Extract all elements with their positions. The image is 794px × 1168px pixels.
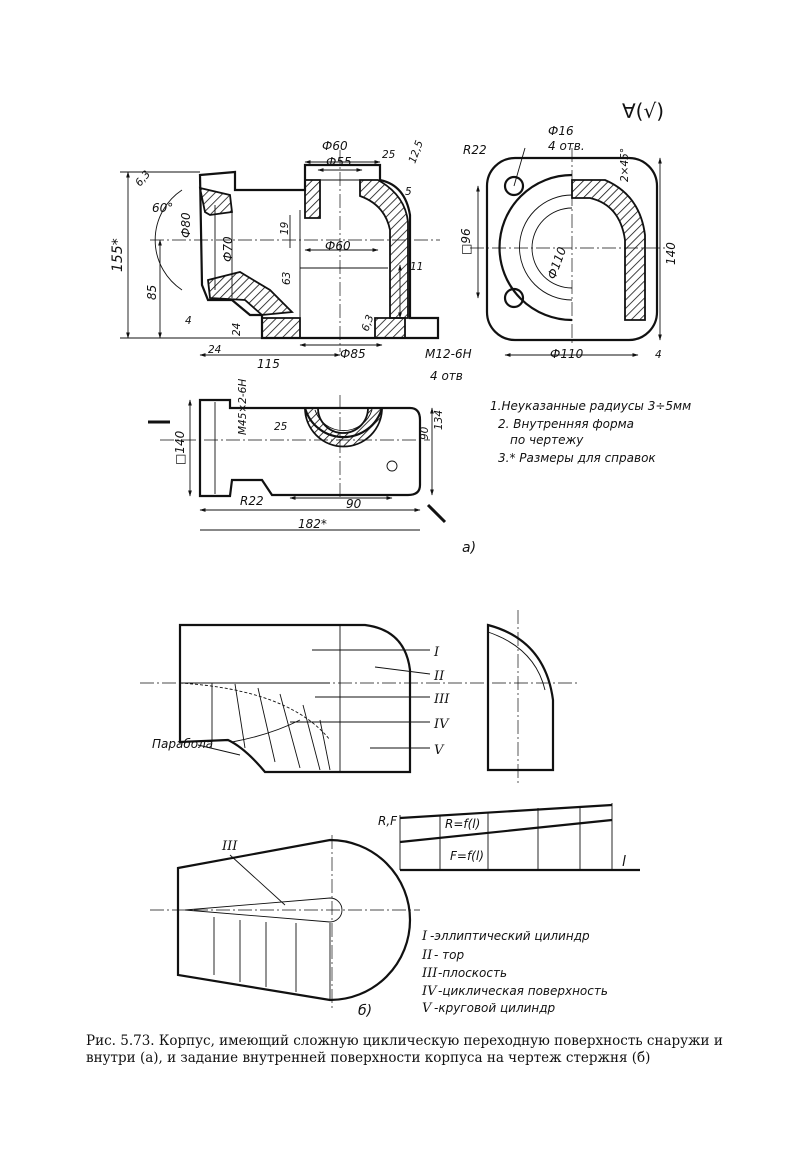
legend-text-5: -круговой цилиндр [434, 1001, 556, 1015]
front-section-view [120, 150, 440, 357]
legend-num-2: II [421, 948, 433, 963]
dim-holes4-side: 4 отв. [548, 139, 585, 153]
dim-n85: 85 [145, 285, 159, 300]
dim-n19: 19 [279, 221, 291, 235]
plan-label-3: III [221, 839, 238, 854]
dim-d55: Ф55 [326, 155, 352, 169]
legend-text-3: -плоскость [438, 966, 507, 980]
dim-n63: 63 [281, 272, 293, 285]
dim-n63a: 6,3 [133, 168, 153, 189]
dim-n115: 115 [257, 357, 280, 371]
graph-curve-f: F=f(l) [450, 849, 484, 863]
dim-a60: 60° [152, 201, 173, 215]
dim-n90h: 90 [346, 497, 362, 511]
dim-sq96: □96 [459, 228, 473, 255]
dim-d16: Ф16 [548, 124, 574, 138]
dim-r25: 25 [382, 149, 396, 161]
dim-chamfer: 2×45° [619, 148, 631, 182]
dim-r125: 12,5 [407, 139, 426, 165]
note-2: 2. Внутренняя форма [498, 417, 634, 431]
dim-d80: Ф80 [179, 212, 193, 238]
roughness-symbol: ∀(√) [622, 99, 664, 123]
label-b: б) [358, 1003, 372, 1019]
dim-r22-top: R22 [240, 494, 264, 508]
dim-n11: 11 [410, 261, 423, 273]
dim-n63b: 6,3 [360, 313, 377, 333]
dim-d110i: Ф110 [545, 245, 570, 281]
dim-sq140: □140 [173, 430, 187, 465]
roman-label-5: V [434, 743, 445, 758]
dim-n24h: 24 [208, 344, 221, 356]
dim-n24v: 24 [231, 323, 243, 336]
dim-n90v: 90 [419, 426, 431, 440]
legend-text-2: - тор [434, 948, 464, 962]
core-elevation [140, 623, 580, 774]
roman-label-2: II [433, 669, 445, 684]
legend-text-4: -циклическая поверхность [438, 984, 608, 998]
roman-label-1: I [433, 645, 440, 660]
note-3: 3.* Размеры для справок [498, 451, 656, 465]
dim-m45: M45×2-6H [237, 379, 249, 435]
dim-r25-top: 25 [274, 421, 288, 433]
roman-label-3: III [433, 692, 450, 707]
dim-n134: 134 [433, 410, 445, 430]
dim-d70: Ф70 [221, 236, 235, 262]
dim-d110: Ф110 [550, 347, 584, 361]
dim-n4: 4 [185, 315, 192, 327]
note-1: 1.Неуказанные радиусы 3÷5мм [490, 399, 691, 413]
dim-d60-mid: Ф60 [325, 239, 351, 253]
rf-graph [399, 803, 640, 872]
dim-n4-side: 4 [655, 349, 662, 361]
dim-n5: 5 [405, 186, 412, 198]
legend-num-3: III [421, 966, 438, 981]
label-a: а) [462, 540, 476, 556]
dim-n140-side: 140 [664, 242, 678, 265]
surface-legend: I -эллиптический цилиндр II - тор III -п… [421, 929, 608, 1016]
dim-d85: Ф85 [340, 347, 366, 361]
core-side-view [486, 610, 555, 785]
side-view [470, 147, 665, 357]
dim-holes4-front: 4 отв [430, 369, 463, 383]
dim-m12: M12-6H [425, 347, 472, 361]
legend-num-5: V [422, 1001, 433, 1016]
dim-d60-top: Ф60 [322, 139, 348, 153]
dim-n155: 155* [110, 238, 126, 272]
core-plan [150, 835, 420, 1010]
graph-x-axis: l [622, 854, 626, 870]
figure-caption: Рис. 5.73. Корпус, имеющий сложную цикли… [86, 1033, 723, 1066]
roman-label-4: IV [433, 717, 450, 732]
note-2b: по чертежу [510, 433, 584, 447]
parabola-label: Парабола [152, 737, 213, 751]
dim-r22-side: R22 [463, 143, 487, 157]
top-view [148, 395, 447, 531]
legend-num-4: IV [421, 984, 438, 999]
graph-curve-r: R=f(l) [445, 817, 480, 831]
dim-n182: 182* [298, 517, 327, 531]
legend-num-1: I [421, 929, 428, 944]
graph-y-axis: R,F [378, 814, 398, 828]
legend-text-1: -эллиптический цилиндр [430, 929, 590, 943]
